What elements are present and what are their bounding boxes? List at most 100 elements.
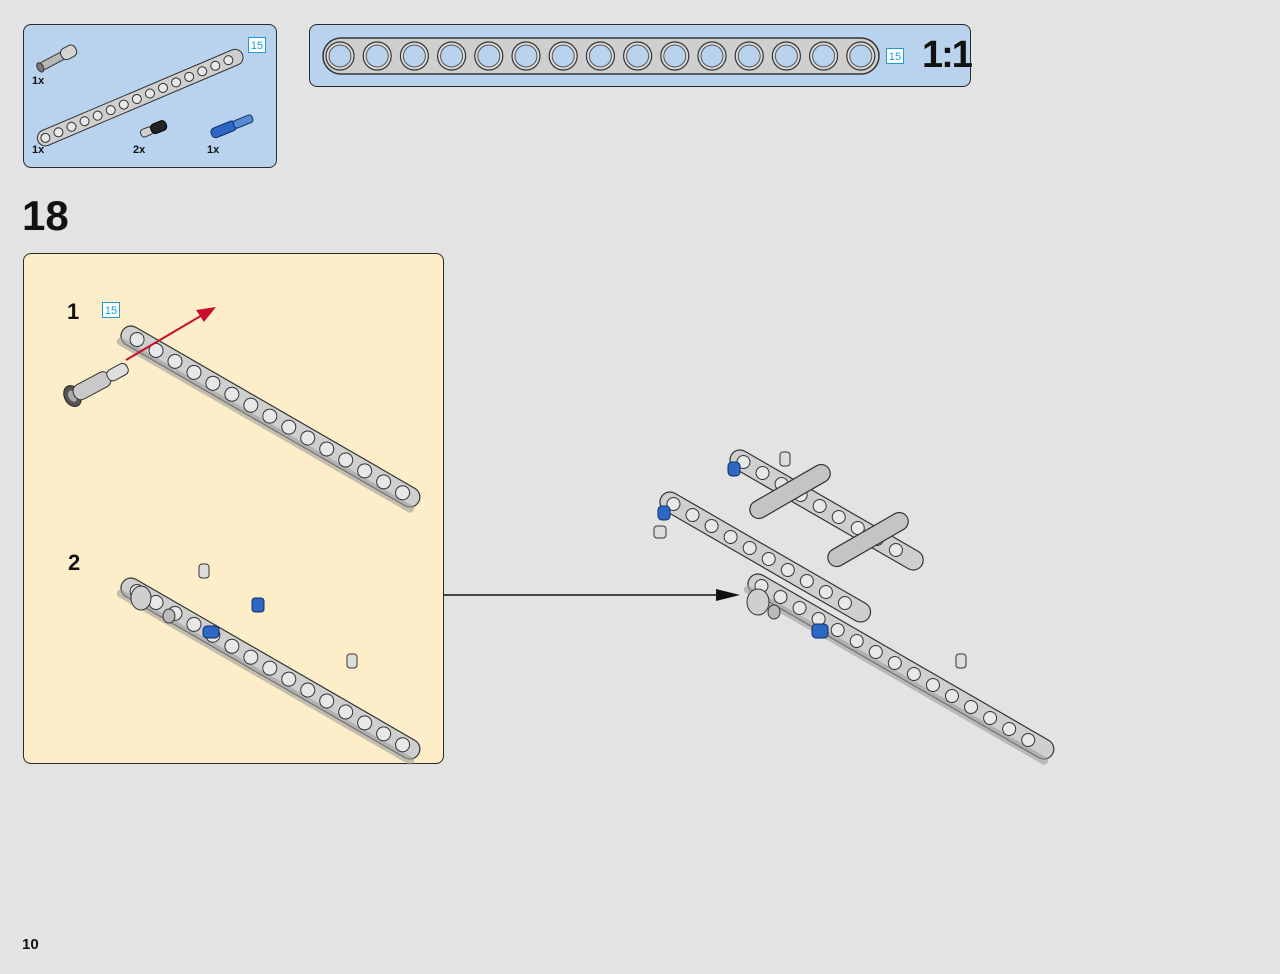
beam-hole: [300, 430, 316, 446]
substep-1-length-tag: 15: [102, 302, 120, 318]
beam-hole: [338, 452, 354, 468]
beam-15-part: [36, 48, 244, 147]
beam-hole: [224, 386, 240, 402]
scale-reference-panel: 15 1:1: [309, 24, 973, 87]
beam-hole: [118, 99, 129, 110]
scale-length-tag: 15: [886, 48, 904, 64]
scale-hole-inner: [402, 44, 426, 68]
beam-hole: [906, 667, 921, 681]
beam-hole: [262, 408, 278, 424]
friction-axle-pin-part: [36, 44, 78, 73]
beam-hole: [704, 519, 719, 533]
beam-hole: [319, 441, 335, 457]
beam-hole: [964, 700, 979, 714]
scale-hole-inner: [812, 44, 836, 68]
scale-hole-inner: [365, 44, 389, 68]
beam-length-tag: 15: [248, 37, 266, 53]
scale-hole-inner: [737, 44, 761, 68]
main-assembly: [653, 449, 1055, 765]
beam-hole: [761, 552, 776, 566]
scale-hole-inner: [626, 44, 650, 68]
qty-pin: 1x: [32, 75, 45, 87]
beam-hole: [300, 682, 316, 698]
beam-hole: [105, 105, 116, 116]
beam-hole: [129, 332, 145, 347]
beam-hole: [158, 82, 169, 93]
beam-hole: [92, 110, 103, 121]
beam-hole: [773, 590, 788, 604]
beam-hole: [812, 499, 827, 513]
beam-scale-drawing: [322, 37, 880, 75]
scale-hole-inner: [663, 44, 687, 68]
beam-hole: [983, 711, 998, 725]
substep-1-number: 1: [67, 299, 80, 324]
scale-label: 1:1: [922, 34, 973, 76]
beam-hole: [376, 726, 392, 742]
beam-hole: [925, 678, 940, 692]
insert-arrow: [125, 307, 216, 361]
beam-hole: [357, 715, 373, 731]
beam-hole: [66, 121, 77, 132]
blue-axle-pin-part: [210, 114, 254, 139]
substep-1-pin: [63, 362, 129, 407]
qty-black-pin: 2x: [133, 144, 146, 156]
beam-hole: [224, 638, 240, 654]
beam-hole: [53, 127, 64, 138]
scale-hole-inner: [774, 44, 798, 68]
page-number: 10: [22, 936, 39, 953]
beam-hole: [831, 510, 846, 524]
beam-hole: [131, 94, 142, 105]
beam-hole: [40, 132, 51, 143]
beam-hole: [243, 649, 259, 665]
beam-hole: [144, 88, 155, 99]
qty-blue-pin: 1x: [207, 144, 220, 156]
beam-hole: [849, 634, 864, 648]
beam-hole: [818, 585, 833, 599]
substep-2-number: 2: [68, 550, 81, 575]
scale-hole-inner: [514, 44, 538, 68]
beam-hole: [262, 660, 278, 676]
beam-hole: [205, 375, 221, 391]
beam-hole: [888, 543, 903, 557]
beam-hole: [281, 419, 297, 435]
beam-hole: [184, 71, 195, 82]
beam-hole: [944, 689, 959, 703]
beam-hole: [243, 397, 259, 413]
parts-list-panel: 1x 15 1x 2x 1x: [23, 24, 277, 168]
scale-hole-inner: [849, 44, 873, 68]
beam-hole: [742, 541, 757, 555]
beam-hole: [210, 60, 221, 71]
qty-beam: 1x: [32, 144, 45, 156]
beam-hole: [281, 671, 297, 687]
beam-hole: [685, 508, 700, 522]
scale-hole-inner: [551, 44, 575, 68]
scale-hole-inner: [477, 44, 501, 68]
beam-hole: [780, 563, 795, 577]
scale-hole-inner: [440, 44, 464, 68]
black-friction-pin-part: [139, 120, 168, 138]
step-number: 18: [22, 192, 69, 239]
beam-hole: [799, 574, 814, 588]
beam-hole: [79, 116, 90, 127]
beam-hole: [197, 66, 208, 77]
beam-hole: [395, 485, 411, 501]
beam-hole: [223, 55, 234, 66]
beam-hole: [319, 693, 335, 709]
substep-panel: 1 15 2: [23, 253, 444, 765]
beam-hole: [887, 656, 902, 670]
beam-hole: [167, 353, 183, 369]
scale-hole-inner: [328, 44, 352, 68]
beam-hole: [1021, 733, 1036, 747]
beam-hole: [186, 616, 202, 632]
placement-arrow: [444, 589, 740, 601]
scale-hole-inner: [588, 44, 612, 68]
beam-hole: [1002, 722, 1017, 736]
beam-hole: [837, 596, 852, 610]
beam-hole: [868, 645, 883, 659]
beam-hole: [338, 704, 354, 720]
substep-1-beam: [116, 325, 421, 513]
beam-hole: [792, 601, 807, 615]
beam-hole: [395, 737, 411, 753]
substep-2-assembly: [116, 563, 421, 765]
beam-hole: [755, 466, 770, 480]
